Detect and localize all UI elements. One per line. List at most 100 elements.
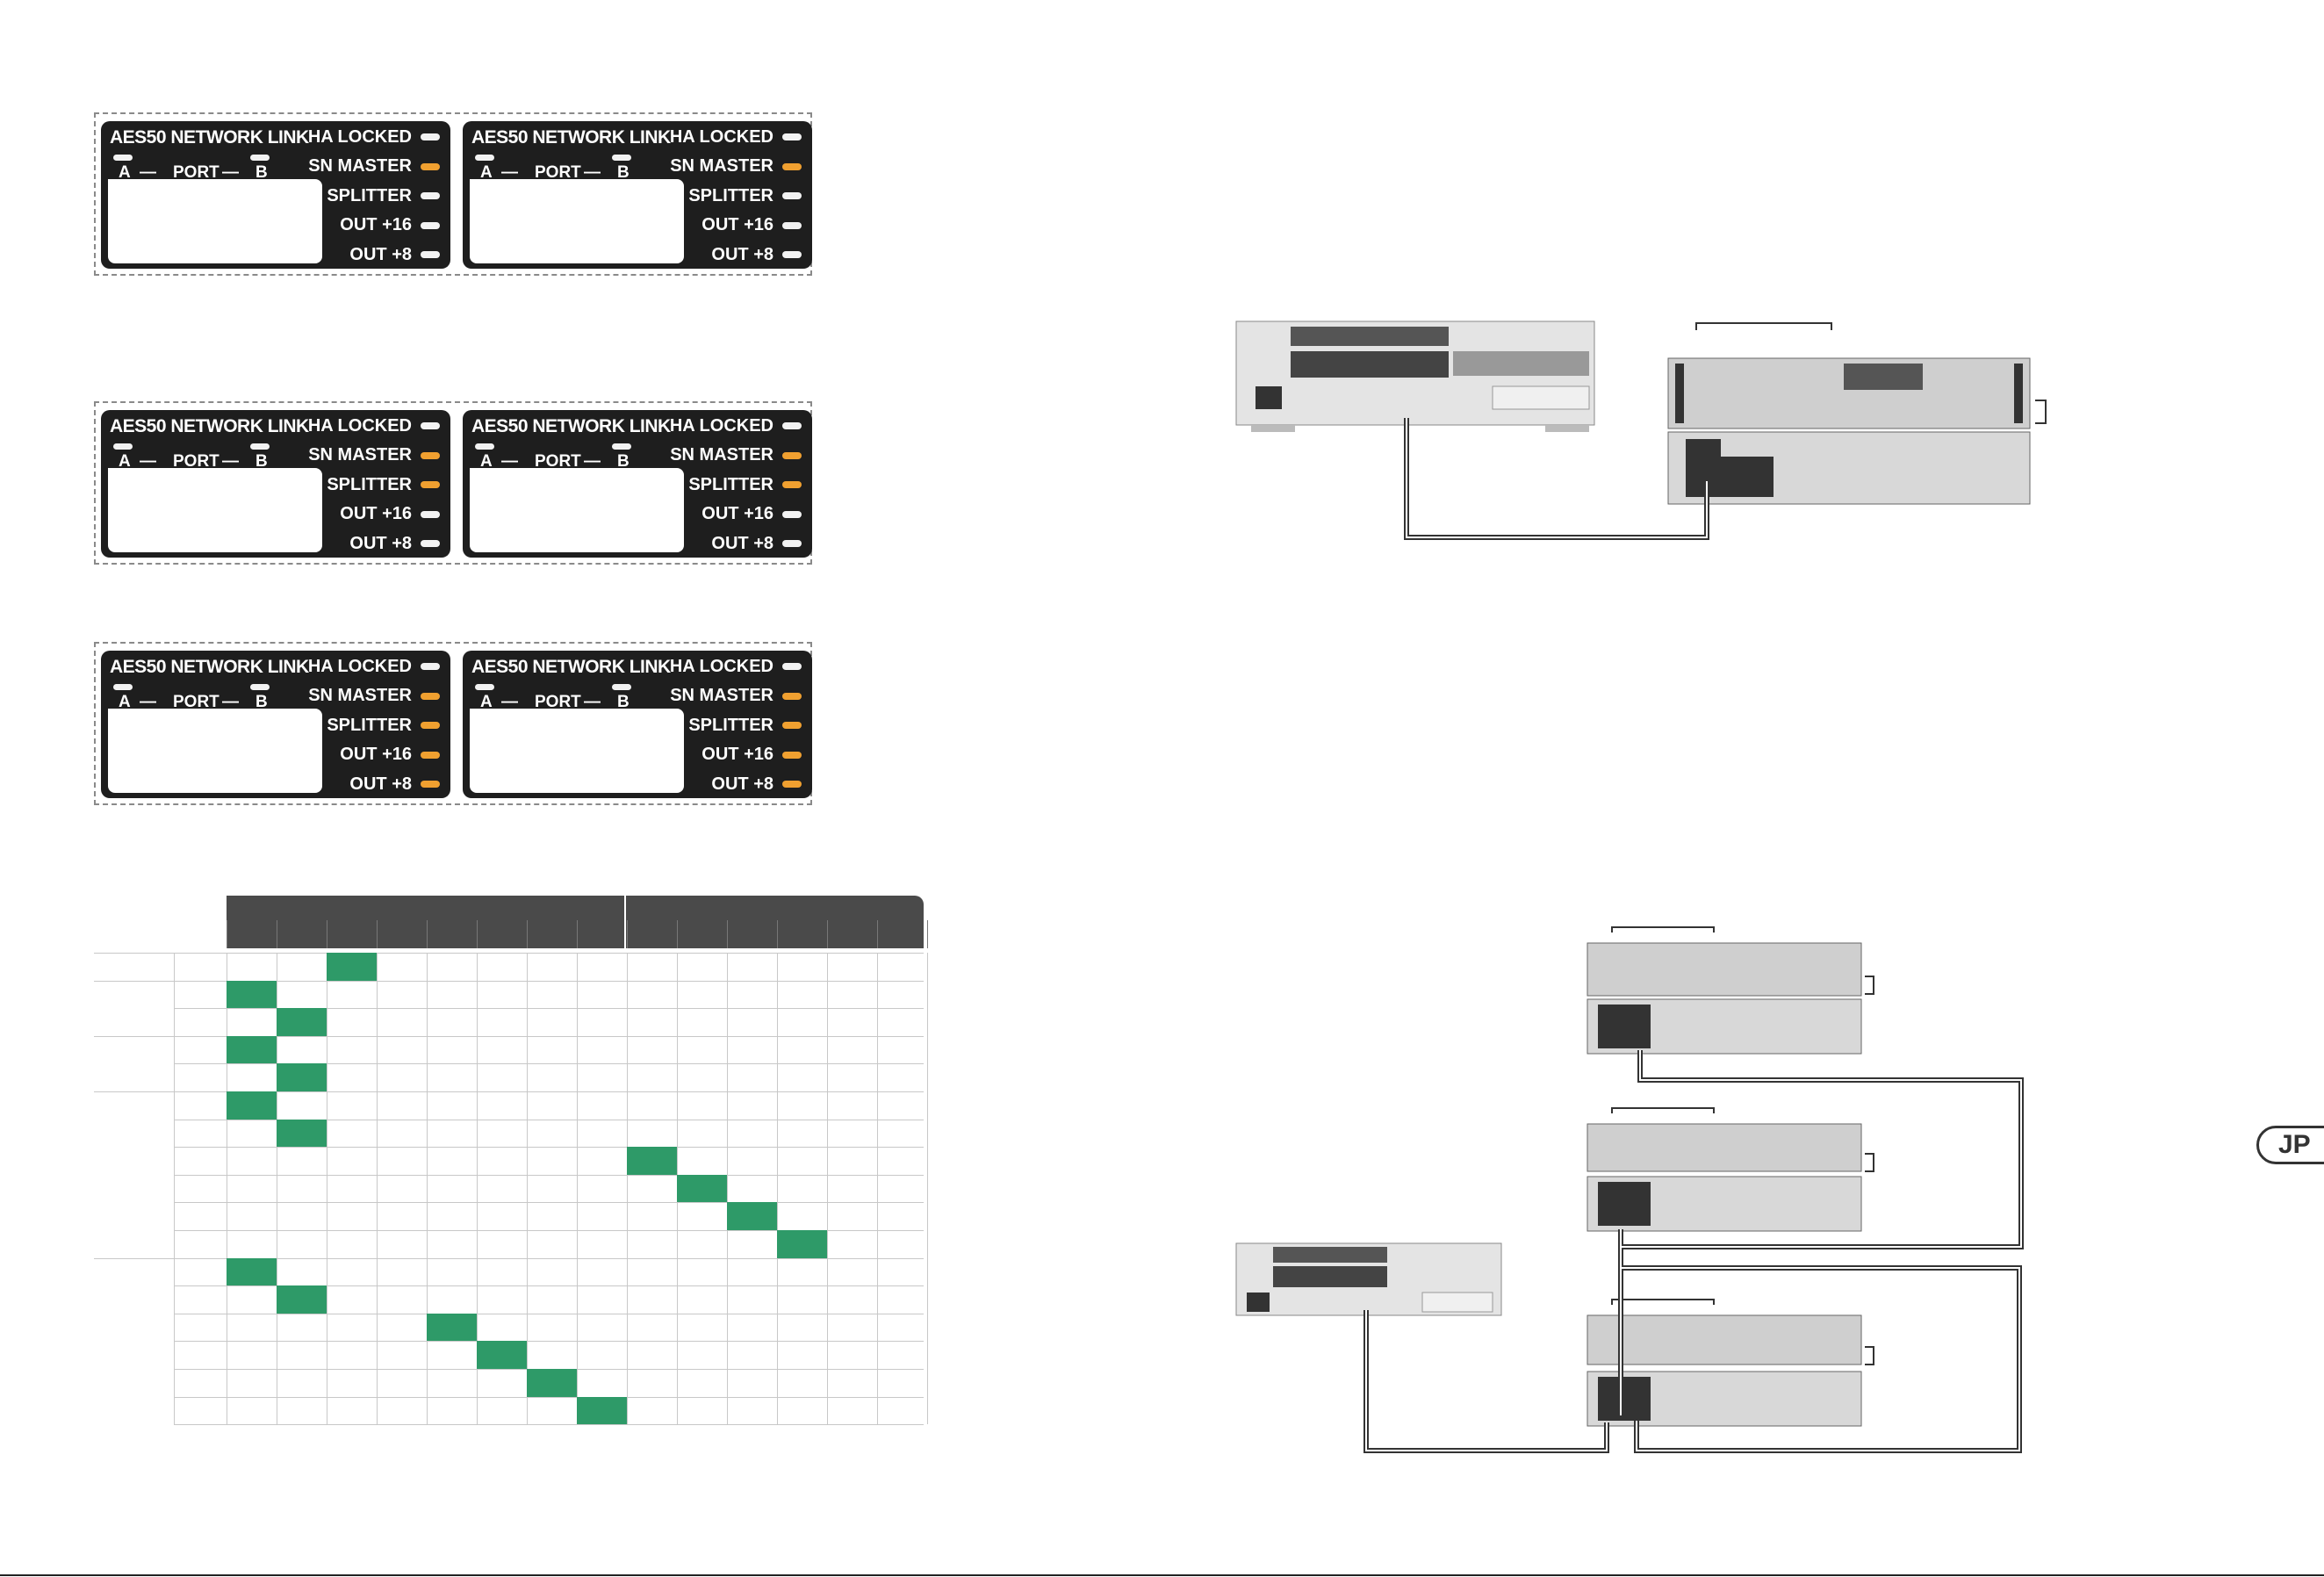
port-line: A—PORT—B (110, 443, 285, 471)
col-line (174, 953, 175, 1425)
matrix-header (327, 896, 624, 948)
matrix-cell-active (577, 1396, 627, 1425)
matrix-cell-active (677, 1174, 727, 1203)
row-line (94, 1257, 924, 1259)
status-sn_master: SN MASTER (670, 156, 802, 177)
port-dash: — (222, 163, 239, 182)
matrix-cell-active (527, 1369, 577, 1397)
header-divider (877, 920, 878, 948)
matrix-cell-active (227, 980, 277, 1009)
status-led (782, 221, 802, 229)
status-led (782, 722, 802, 729)
port-a-label: A (480, 693, 493, 711)
display-area (108, 179, 322, 263)
status-led (421, 751, 440, 759)
status-out8: OUT +8 (711, 244, 802, 265)
port-dash: — (501, 163, 518, 182)
status-label: SN MASTER (670, 156, 773, 176)
display-area (470, 468, 684, 552)
status-splitter: SPLITTER (327, 474, 440, 495)
port-line: A—PORT—B (110, 155, 285, 182)
port-a-led (475, 443, 494, 450)
status-sn_master: SN MASTER (308, 445, 440, 466)
status-label: SN MASTER (670, 686, 773, 705)
port-b-led (612, 684, 631, 690)
status-led (782, 451, 802, 459)
status-out16: OUT +16 (340, 215, 440, 236)
port-dash: — (501, 693, 518, 711)
status-label: SN MASTER (308, 686, 412, 705)
status-label: HA LOCKED (307, 126, 412, 147)
matrix-cell-active (227, 1091, 277, 1120)
header-divider (827, 920, 828, 948)
row-line (94, 1035, 924, 1037)
port-dash: — (140, 452, 156, 471)
port-a-led (475, 684, 494, 690)
header-divider (727, 920, 728, 948)
status-led (421, 192, 440, 199)
matrix-cell-active (277, 1008, 327, 1036)
status-out8: OUT +8 (349, 774, 440, 795)
port-label: PORT (173, 452, 219, 471)
status-label: OUT +16 (340, 215, 412, 234)
matrix-cell-active (727, 1202, 777, 1230)
port-dash: — (584, 693, 601, 711)
status-led (782, 481, 802, 488)
status-sn_master: SN MASTER (308, 156, 440, 177)
matrix-cell-active (327, 953, 377, 981)
matrix-cell-active (627, 1147, 677, 1175)
status-label: SN MASTER (308, 156, 412, 176)
port-label: PORT (173, 163, 219, 182)
status-ha_locked: HA LOCKED (670, 126, 802, 148)
panel-title: AES50 NETWORK LINK (110, 416, 309, 436)
col-line (877, 953, 878, 1425)
matrix-cell-active (227, 1035, 277, 1064)
port-b-label: B (617, 163, 630, 182)
col-line (927, 953, 928, 1425)
row-line (174, 1174, 924, 1176)
status-splitter: SPLITTER (688, 474, 802, 495)
status-out8: OUT +8 (711, 533, 802, 554)
port-a-label: A (119, 163, 131, 182)
status-led (421, 451, 440, 459)
status-led (782, 781, 802, 788)
status-splitter: SPLITTER (327, 715, 440, 736)
status-label: SPLITTER (327, 715, 412, 735)
col-line (727, 953, 728, 1425)
status-led (421, 422, 440, 429)
status-led (421, 481, 440, 488)
status-label: HA LOCKED (669, 126, 773, 147)
status-label: HA LOCKED (669, 415, 773, 436)
panel-title: AES50 NETWORK LINK (110, 657, 309, 677)
header-divider (527, 920, 528, 948)
port-a-led (475, 155, 494, 161)
status-led (421, 133, 440, 140)
port-label: PORT (535, 693, 581, 711)
port-a-led (113, 155, 133, 161)
port-dash: — (501, 452, 518, 471)
status-led (421, 221, 440, 229)
port-dash: — (584, 163, 601, 182)
row-line (174, 1424, 924, 1426)
matrix-cell-active (277, 1119, 327, 1148)
status-out8: OUT +8 (349, 533, 440, 554)
status-led (782, 251, 802, 258)
header-divider (577, 920, 578, 948)
status-label: OUT +16 (702, 504, 773, 523)
matrix-cell-active (427, 1313, 477, 1342)
status-label: OUT +8 (349, 774, 412, 794)
port-b-label: B (255, 452, 268, 471)
panel-title: AES50 NETWORK LINK (471, 416, 671, 436)
matrix-cell-active (477, 1341, 527, 1369)
status-led (782, 540, 802, 547)
col-line (627, 953, 628, 1425)
status-label: SPLITTER (688, 715, 773, 735)
status-label: OUT +8 (711, 774, 773, 794)
status-out8: OUT +8 (711, 774, 802, 795)
row-line (174, 1396, 924, 1398)
port-dash: — (222, 693, 239, 711)
